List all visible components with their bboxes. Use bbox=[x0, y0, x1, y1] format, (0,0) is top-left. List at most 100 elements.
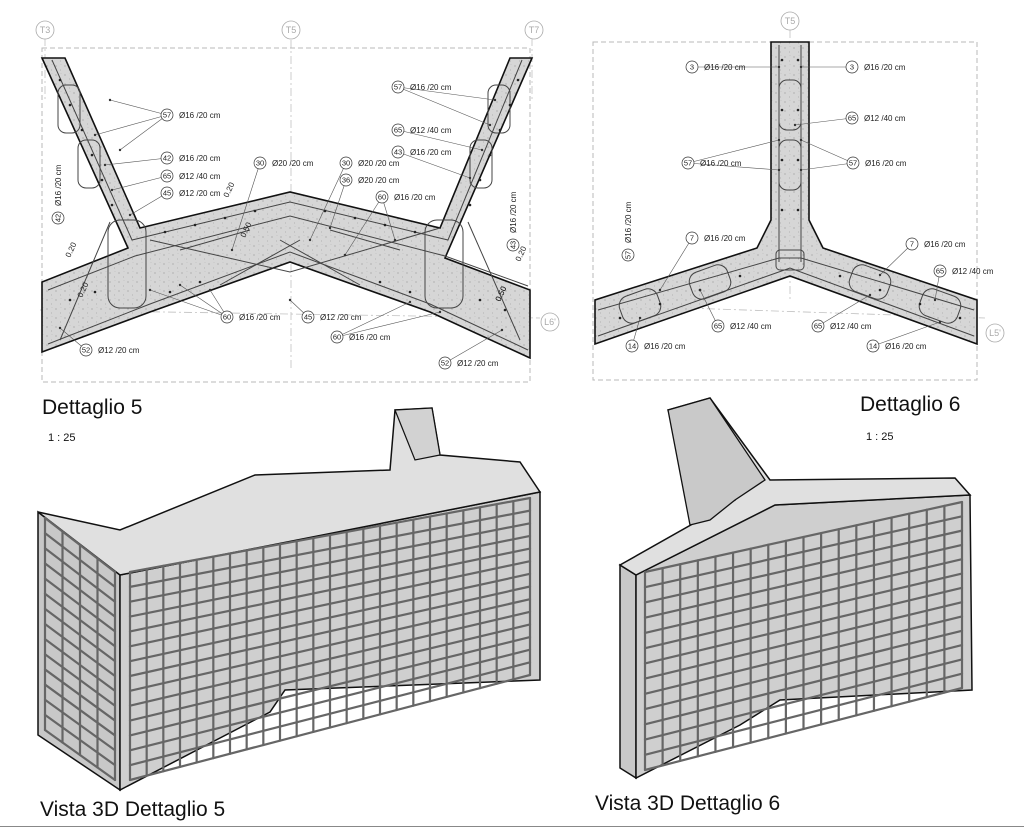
rebar-mark-bubble bbox=[711, 319, 725, 333]
detail-6-rebars bbox=[597, 45, 975, 337]
callout-leader bbox=[794, 117, 853, 126]
rebar-mark: 65 bbox=[814, 322, 822, 331]
rebar-spec: Ø12 /40 cm bbox=[952, 267, 994, 276]
rebar-mark: 57 bbox=[394, 83, 402, 92]
horizontal-rebar bbox=[643, 686, 964, 772]
callout-leader bbox=[336, 301, 411, 338]
grid-label-t3: T3 bbox=[40, 25, 51, 35]
horizontal-rebar bbox=[643, 529, 964, 604]
dimension-label: 0.20 bbox=[64, 240, 79, 258]
leader-dot bbox=[108, 98, 112, 102]
rebar-mark-bubble bbox=[866, 339, 880, 353]
rebar-spec: Ø20 /20 cm bbox=[358, 176, 400, 185]
rebar-spec: Ø16 /20 cm bbox=[700, 159, 742, 168]
rebar-mark-bubble bbox=[391, 80, 405, 94]
rebar-mark: 65 bbox=[163, 172, 171, 181]
rebar-spec: Ø16 /20 cm bbox=[394, 193, 436, 202]
rebar-mark: 7 bbox=[910, 240, 914, 249]
horizontal-rebar bbox=[643, 558, 964, 635]
rebar-mark: 43 bbox=[394, 148, 402, 157]
horizontal-rebar bbox=[128, 673, 532, 782]
horizontal-rebar bbox=[128, 547, 532, 633]
rebar-spec: Ø12 /40 cm bbox=[179, 172, 221, 181]
callout-leader bbox=[111, 175, 168, 191]
view6-web-wall bbox=[667, 397, 766, 526]
rebar-mark: 60 bbox=[333, 333, 341, 342]
rebar-callout: 57 Ø16 /20 cm bbox=[93, 98, 221, 152]
grid-bubble-t5-b bbox=[780, 11, 800, 31]
callout-leader bbox=[699, 289, 719, 327]
callout-leader bbox=[381, 196, 396, 241]
rebar-mark: 57 bbox=[624, 251, 633, 259]
callout-leader bbox=[179, 284, 228, 318]
callout-leader bbox=[149, 289, 228, 318]
horizontal-rebar bbox=[643, 543, 964, 619]
rebar-mark-bubble bbox=[391, 145, 405, 159]
rebar-spec: Ø12 /40 cm bbox=[410, 126, 452, 135]
callout-leader bbox=[119, 114, 168, 151]
rebar-mark: 3 bbox=[850, 63, 854, 72]
rebar-spec: Ø16 /20 cm bbox=[54, 164, 63, 206]
rebar-mark-bubble bbox=[160, 186, 174, 200]
leader-dot bbox=[799, 65, 803, 69]
horizontal-rebar bbox=[43, 516, 117, 574]
callout-leader bbox=[344, 196, 383, 256]
rebar-spec: Ø16 /20 cm bbox=[644, 342, 686, 351]
rebar-spec: Ø16 /20 cm bbox=[924, 240, 966, 249]
leader-dot bbox=[933, 298, 937, 302]
horizontal-rebar bbox=[643, 586, 964, 665]
leader-dot bbox=[500, 328, 504, 332]
horizontal-rebar bbox=[43, 577, 117, 633]
rebar-mark: 60 bbox=[223, 313, 231, 322]
rebar-spec: Ø16 /20 cm bbox=[624, 201, 633, 243]
horizontal-rebar bbox=[128, 635, 532, 737]
callout-leader bbox=[879, 243, 913, 276]
rebar-spec: Ø20 /20 cm bbox=[272, 159, 314, 168]
title-detail-6: Dettaglio 6 bbox=[860, 393, 961, 416]
rebar-mark: 65 bbox=[936, 267, 944, 276]
callout-leader bbox=[800, 139, 854, 164]
horizontal-rebar bbox=[128, 610, 532, 707]
horizontal-rebar bbox=[43, 532, 117, 588]
rebar-mark: 43 bbox=[509, 241, 518, 249]
leader-dot bbox=[230, 248, 234, 252]
dimension-label: 0.50 bbox=[494, 284, 509, 302]
leader-dot bbox=[480, 148, 484, 152]
callout-leader bbox=[109, 99, 168, 116]
rebar-mark-bubble bbox=[811, 319, 825, 333]
horizontal-rebar bbox=[643, 643, 964, 726]
leader-dot bbox=[638, 316, 642, 320]
horizontal-rebar bbox=[643, 615, 964, 695]
rebar-spec: Ø16 /20 cm bbox=[704, 234, 746, 243]
rebar-spec: Ø16 /20 cm bbox=[349, 333, 391, 342]
leader-dot bbox=[393, 238, 397, 242]
leader-dot bbox=[328, 226, 332, 230]
rebar-mark: 52 bbox=[441, 359, 449, 368]
horizontal-rebar bbox=[43, 547, 117, 603]
horizontal-rebar bbox=[43, 638, 117, 692]
grid-label-t7: T7 bbox=[529, 25, 540, 35]
title-3d-detail-6: Vista 3D Dettaglio 6 bbox=[595, 792, 781, 815]
title-3d-detail-5: Vista 3D Dettaglio 5 bbox=[40, 798, 226, 821]
horizontal-rebar bbox=[43, 728, 117, 782]
callout-leader bbox=[397, 151, 471, 179]
rebar-mark: 30 bbox=[342, 159, 350, 168]
rebar-spec: Ø16 /20 cm bbox=[179, 111, 221, 120]
grid-label-t5: T5 bbox=[286, 25, 297, 35]
sheet-border-bottom bbox=[0, 826, 1024, 827]
callout-leader bbox=[129, 192, 168, 216]
rebar-mark: 57 bbox=[849, 159, 857, 168]
rebar-mark: 57 bbox=[163, 111, 171, 120]
rebar-mark-bubble bbox=[339, 156, 353, 170]
callout-leader bbox=[800, 162, 854, 171]
leader-dot bbox=[777, 168, 781, 172]
horizontal-rebar bbox=[643, 572, 964, 650]
view6-rebar-cage bbox=[643, 500, 964, 772]
